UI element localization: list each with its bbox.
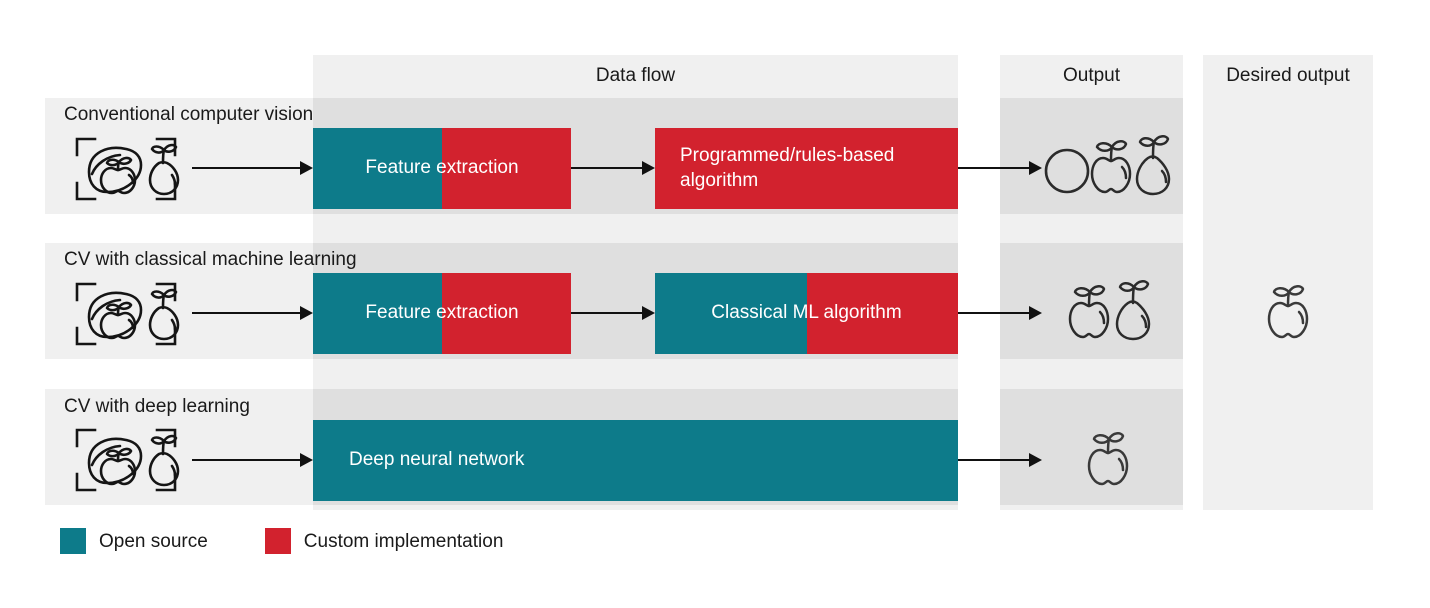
arrow-feature-extraction-to-classical-ml-row2 xyxy=(571,306,655,320)
arrow-input-to-deep-neural-network-row3 xyxy=(192,453,313,467)
segment-open-source xyxy=(655,273,807,354)
output-icon-apple xyxy=(1086,427,1130,489)
arrow-classical-ml-to-output-row2 xyxy=(958,306,1042,320)
column-header-desired-output: Desired output xyxy=(1226,65,1350,86)
arrow-deep-neural-network-to-output-row3 xyxy=(958,453,1042,467)
stage-box-feature-extraction-row1[interactable]: Feature extraction xyxy=(313,128,571,209)
segment-open-source xyxy=(313,128,442,209)
arrow-algorithm-to-output-row1 xyxy=(958,161,1042,175)
arrow-input-to-feature-extraction-row2 xyxy=(192,306,313,320)
arrow-feature-extraction-to-algorithm-row1 xyxy=(571,161,655,175)
legend: Open source Custom implementation xyxy=(60,528,503,554)
segment-custom-implementation xyxy=(442,128,571,209)
stage-box-feature-extraction-row2[interactable]: Feature extraction xyxy=(313,273,571,354)
segment-custom-implementation xyxy=(655,128,958,209)
output-icon-pear xyxy=(1131,133,1175,197)
column-header-data-flow: Data flow xyxy=(595,65,676,86)
fruit-bracket-frame-icon xyxy=(63,424,189,496)
segment-custom-implementation xyxy=(442,273,571,354)
output-icon-apple xyxy=(1089,135,1133,197)
fruit-bracket-frame-icon xyxy=(63,278,189,350)
stage-box-programmed-rules-based-algorithm-row1[interactable]: Programmed/rules-based algorithm xyxy=(655,128,958,209)
fruit-bracket-frame-icon xyxy=(63,133,189,205)
row-label-cv-with-deep-learning: CV with deep learning xyxy=(64,396,250,417)
segment-custom-implementation xyxy=(807,273,958,354)
legend-item-custom-implementation: Custom implementation xyxy=(264,528,504,554)
row-label-conventional-computer-vision: Conventional computer vision xyxy=(64,104,314,125)
segment-open-source xyxy=(313,273,442,354)
output-icon-circle xyxy=(1044,140,1090,198)
arrow-input-to-feature-extraction-row1 xyxy=(192,161,313,175)
segment-open-source xyxy=(313,420,958,501)
legend-swatch-open-source xyxy=(60,528,86,554)
output-icon-apple xyxy=(1067,280,1111,342)
column-band-desired-output xyxy=(1203,55,1373,510)
legend-label-open-source: Open source xyxy=(99,530,208,552)
column-header-output: Output xyxy=(1062,65,1121,86)
desired-output-icon-apple xyxy=(1266,280,1310,342)
stage-box-deep-neural-network-row3[interactable]: Deep neural network xyxy=(313,420,958,501)
legend-item-open-source: Open source xyxy=(60,528,208,554)
legend-label-custom-implementation: Custom implementation xyxy=(303,530,504,552)
row-label-cv-with-classical-machine-learning: CV with classical machine learning xyxy=(64,249,357,270)
output-icon-pear xyxy=(1111,278,1155,342)
legend-swatch-custom-implementation xyxy=(264,528,291,554)
stage-box-classical-ml-algorithm-row2[interactable]: Classical ML algorithm xyxy=(655,273,958,354)
